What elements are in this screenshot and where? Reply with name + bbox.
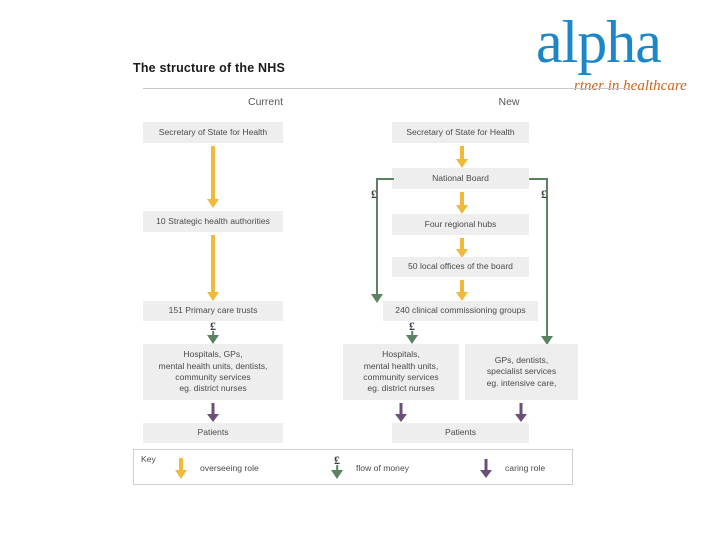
arrow-head [515,414,527,422]
box-current-secretary-of-state: Secretary of State for Health [143,122,283,143]
arrow-head [406,335,418,344]
arrow-caring-specialist-to-patients [514,403,528,422]
arrow-shaft [336,465,338,473]
arrow-head [455,159,468,168]
box-new-providers-community: Hospitals, mental health units, communit… [343,344,459,400]
arrow-down-yellow-icon [174,458,188,479]
arrow-shaft [210,146,215,199]
box-current-primary-care-trusts: 151 Primary care trusts [143,301,283,321]
arrow-shaft [399,403,403,415]
column-header-current: Current [143,88,388,110]
arrow-overseeing-secretary-to-national-board [454,146,469,168]
money-connector-board-left-vertical [376,178,378,295]
box-current-patients: Patients [143,423,283,443]
arrow-down-purple-icon [479,459,493,478]
arrow-caring-community-to-patients [394,403,408,422]
legend-label-overseeing: overseeing role [200,463,259,473]
arrow-shaft [211,403,215,415]
arrow-head [480,470,492,478]
arrow-head [455,249,468,258]
pound-symbol-right: £ [541,187,547,201]
pound-symbol: £ [409,319,415,333]
box-current-strategic-health-authorities: 10 Strategic health authorities [143,211,283,232]
box-new-secretary-of-state: Secretary of State for Health [392,122,529,143]
arrow-overseeing-hubs-to-local-offices [454,238,469,258]
box-current-providers: Hospitals, GPs, mental health units, den… [143,344,283,400]
box-new-providers-specialist: GPs, dentists, specialist services eg. i… [465,344,578,400]
arrow-head [175,470,187,479]
arrow-shaft [459,192,464,205]
arrow-shaft [210,235,215,292]
money-connector-board-right-arrowhead [540,336,553,345]
arrow-head [207,335,219,344]
money-connector-board-right-vertical [546,178,548,337]
box-new-patients: Patients [392,423,529,443]
arrow-shaft [484,459,488,471]
money-connector-board-left-horizontal [376,178,394,180]
alpha-logo: alpha rtner in healthcare [516,16,716,96]
box-new-four-regional-hubs: Four regional hubs [392,214,529,235]
column-label-new: New [498,96,520,108]
header-rule-new [388,88,630,89]
legend-title: Key [141,454,156,464]
arrow-overseeing-board-to-hubs [454,192,469,214]
money-arrow-pct-to-providers: £ [206,320,220,344]
box-new-clinical-commissioning-groups: 240 clinical commissioning groups [383,301,538,321]
arrow-shaft [459,280,464,292]
arrow-overseeing-sha-to-pct [205,235,220,301]
arrow-overseeing-secretary-to-sha [205,146,220,208]
arrow-head [206,292,219,301]
arrow-head [455,292,468,301]
logo-wordmark: alpha [536,16,662,75]
pound-symbol-left: £ [371,187,377,201]
arrow-head [455,205,468,214]
page-title: The structure of the NHS [133,61,286,75]
arrow-head [395,414,407,422]
column-label-current: Current [247,96,283,108]
arrow-shaft [179,458,183,471]
arrow-down-green-pound-icon: £ [330,454,344,479]
header-rule-current [143,88,388,89]
arrow-head [206,199,219,208]
money-connector-board-right-horizontal [529,178,548,180]
box-new-local-offices: 50 local offices of the board [392,257,529,277]
logo-tagline: rtner in healthcare [574,78,687,94]
box-new-national-board: National Board [392,168,529,189]
legend-key: Key overseeing role £ flow of money cari… [133,449,573,485]
arrow-shaft [459,146,464,159]
money-arrow-ccg-to-providers: £ [405,320,419,344]
arrow-head [207,414,219,422]
legend-label-money: flow of money [356,463,410,473]
pound-symbol: £ [210,319,216,333]
arrow-shaft [459,238,464,249]
column-header-new: New [388,88,630,110]
arrow-overseeing-local-offices-to-ccg [454,280,469,301]
arrow-head [331,470,343,479]
arrow-shaft [519,403,523,415]
legend-label-caring: caring role [505,463,546,473]
pound-symbol: £ [334,453,340,467]
money-connector-board-left-arrowhead [370,294,383,303]
arrow-caring-providers-to-patients [206,403,220,422]
